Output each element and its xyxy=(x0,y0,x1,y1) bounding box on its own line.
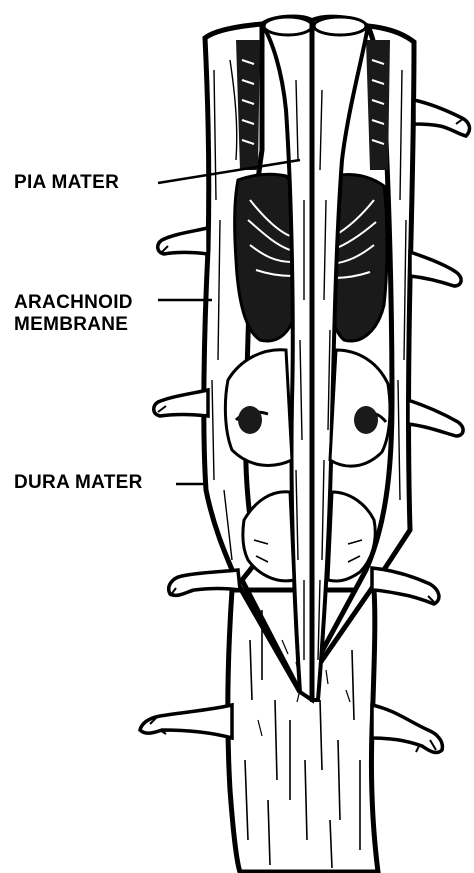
pia-mater-label: PIA MATER xyxy=(14,172,119,194)
nerve-root-bottom-right xyxy=(372,705,442,753)
nerve-root-fourth-right xyxy=(372,568,439,604)
nerve-root-bottom-left xyxy=(140,705,232,738)
nerve-root-fourth-left xyxy=(169,570,240,596)
nerve-root-upper-right xyxy=(414,100,469,136)
arachnoid-label-line2: MEMBRANE xyxy=(14,314,133,336)
nerve-root-third-right xyxy=(408,400,463,436)
arachnoid-membrane-label: ARACHNOID MEMBRANE xyxy=(14,292,133,336)
nerve-root-second-left xyxy=(158,228,208,254)
dura-mater-label: DURA MATER xyxy=(14,472,143,494)
nerve-root-third-left xyxy=(154,390,208,416)
arachnoid-label-line1: ARACHNOID xyxy=(14,292,133,314)
nerve-root-second-right xyxy=(410,252,461,286)
